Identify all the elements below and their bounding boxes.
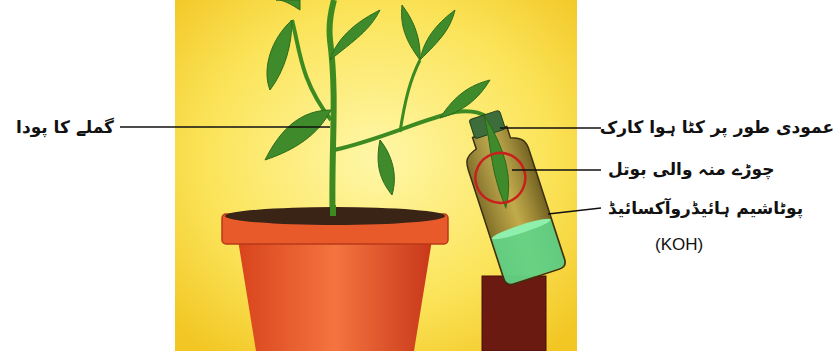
background <box>175 0 577 351</box>
flower-pot <box>222 205 448 351</box>
chemical-label: پوٹاشیم ہائیڈروآکسائیڈ <box>608 197 803 219</box>
bottle-label: چوڑے منہ والی بوتل <box>608 158 775 180</box>
leader-lines <box>120 127 601 214</box>
wide-mouth-bottle <box>454 105 567 286</box>
stand-block <box>482 276 546 351</box>
plant-label: گملے کا پودا <box>16 116 114 138</box>
plant <box>265 0 490 230</box>
cork-label: عمودی طور پر کٹا ہوا کارک <box>600 116 834 138</box>
formula-label: (KOH) <box>655 234 703 256</box>
